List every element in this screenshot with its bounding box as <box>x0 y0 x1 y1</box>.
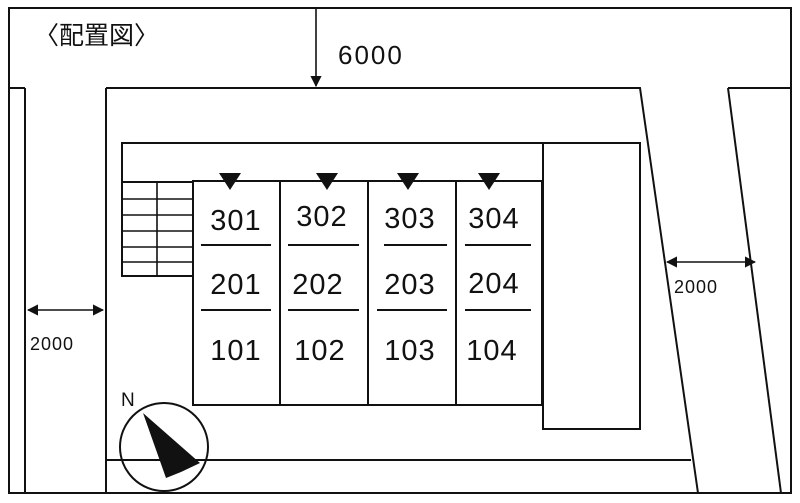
unit-number: 201 <box>210 269 261 301</box>
unit-number: 301 <box>210 205 261 237</box>
entrance-marker <box>478 173 500 190</box>
entrance-marker <box>219 173 241 190</box>
unit-number: 101 <box>210 335 261 367</box>
building-corridor <box>121 142 640 276</box>
building-annex <box>542 142 641 430</box>
compass-circle <box>119 402 209 492</box>
north-label: N <box>121 390 135 411</box>
north-indicator: N <box>119 390 209 492</box>
entrance-marker <box>397 173 419 190</box>
unit-number: 303 <box>384 203 435 235</box>
entrance-marker <box>316 173 338 190</box>
unit-number: 202 <box>292 269 343 301</box>
unit-number: 102 <box>294 335 345 367</box>
unit-number: 304 <box>468 203 519 235</box>
left-road-width: 2000 <box>30 334 74 354</box>
lot-boundary <box>106 87 699 494</box>
north-arrow-icon <box>143 413 200 478</box>
unit-number: 104 <box>466 335 517 367</box>
right-road-width: 2000 <box>674 277 718 297</box>
unit-number: 203 <box>384 269 435 301</box>
right-road-edge <box>727 87 782 494</box>
unit-number: 302 <box>296 201 347 233</box>
top-road-width: 6000 <box>338 40 404 70</box>
outer-frame <box>8 7 792 494</box>
unit-number: 103 <box>384 335 435 367</box>
plan-title: 〈配置図〉 <box>34 22 159 50</box>
unit-number: 204 <box>468 268 519 300</box>
